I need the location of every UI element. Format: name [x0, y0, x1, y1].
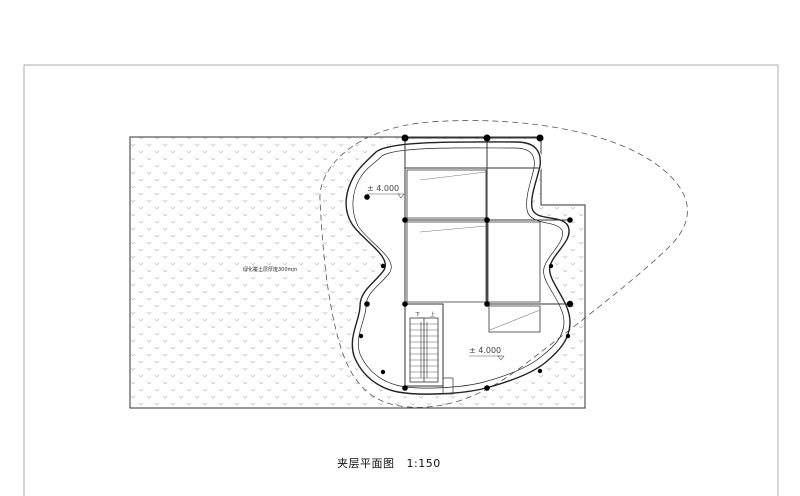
column: [483, 134, 491, 142]
curved-glass-wall: [345, 141, 571, 395]
stair-down-label: 下: [415, 312, 420, 318]
column: [548, 263, 554, 269]
column: [565, 333, 571, 339]
stair-up-label: 上: [430, 311, 435, 318]
drawing-scale: 1:150: [406, 457, 441, 470]
level-mark-upper: ± 4.000: [367, 184, 405, 199]
column: [402, 385, 408, 391]
column: [566, 300, 574, 308]
column: [402, 301, 408, 307]
column: [537, 368, 543, 374]
level-mark-lower: ± 4.000: [469, 346, 505, 361]
column: [380, 369, 386, 375]
roof-overhang-outline: [319, 120, 688, 408]
drawing-caption: 夹层平面图 1:150: [337, 455, 441, 471]
green-roof-note: 绿化覆土层厚度300mm: [243, 266, 297, 273]
level-mark-upper-text: ± 4.000: [367, 184, 399, 193]
column: [380, 263, 386, 269]
column: [364, 194, 370, 200]
staircase: [404, 303, 454, 395]
column: [567, 217, 573, 223]
column: [536, 134, 544, 142]
level-mark-lower-text: ± 4.000: [469, 346, 501, 355]
column: [484, 385, 490, 391]
column: [484, 301, 490, 307]
drawing-title: 夹层平面图: [337, 457, 395, 470]
column: [484, 217, 490, 223]
structural-columns: [358, 134, 574, 391]
sheet-frame: [23, 64, 779, 496]
column: [402, 217, 408, 223]
column: [358, 333, 364, 339]
column: [364, 301, 370, 307]
building-footprint-fill: [344, 141, 574, 397]
column: [401, 134, 409, 142]
